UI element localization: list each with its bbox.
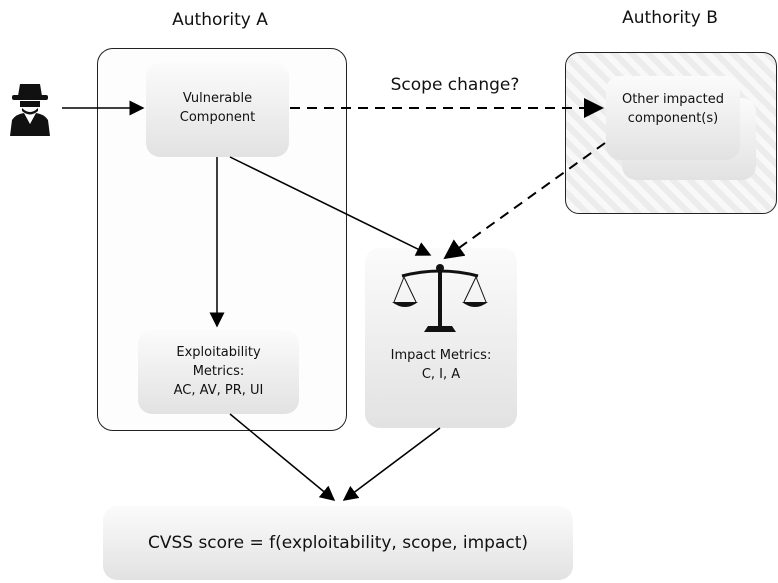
scales-icon [392,264,488,332]
arrow-impact-to-cvss [342,427,441,501]
authority-a-title: Authority A [172,10,268,30]
impact-line1: Impact Metrics: [390,348,492,363]
attacker-icon [10,84,50,136]
other-impacted-card [606,76,740,160]
cvss-score-label: CVSS score = f(exploitability, scope, im… [147,533,529,553]
cvss-score-card [103,506,573,580]
scope-change-label: Scope change? [390,75,520,95]
vulnerable-component-card [146,63,289,157]
impact-line2: C, I, A [421,367,461,382]
exploitability-label: Exploitability Metrics: AC, AV, PR, UI [138,343,299,400]
exploitability-line1: Exploitability [176,345,261,360]
vulnerable-component-label: Vulnerable Component [146,89,289,127]
arrow-vulnerable-to-impact [229,156,432,256]
exploitability-line3: AC, AV, PR, UI [173,383,264,398]
vulnerable-line2: Component [179,110,256,125]
other-impacted-line2: component(s) [627,111,719,126]
exploitability-card [138,330,299,414]
other-impacted-line1: Other impacted [621,92,725,107]
other-impacted-label: Other impacted component(s) [606,90,740,128]
arrow-other-to-impact [443,142,606,260]
vulnerable-line1: Vulnerable [182,91,253,106]
authority-b-title: Authority B [622,8,718,28]
arrow-exploitability-to-cvss [229,413,336,501]
exploitability-line2: Metrics: [192,364,245,379]
impact-metrics-label: Impact Metrics: C, I, A [365,346,517,384]
